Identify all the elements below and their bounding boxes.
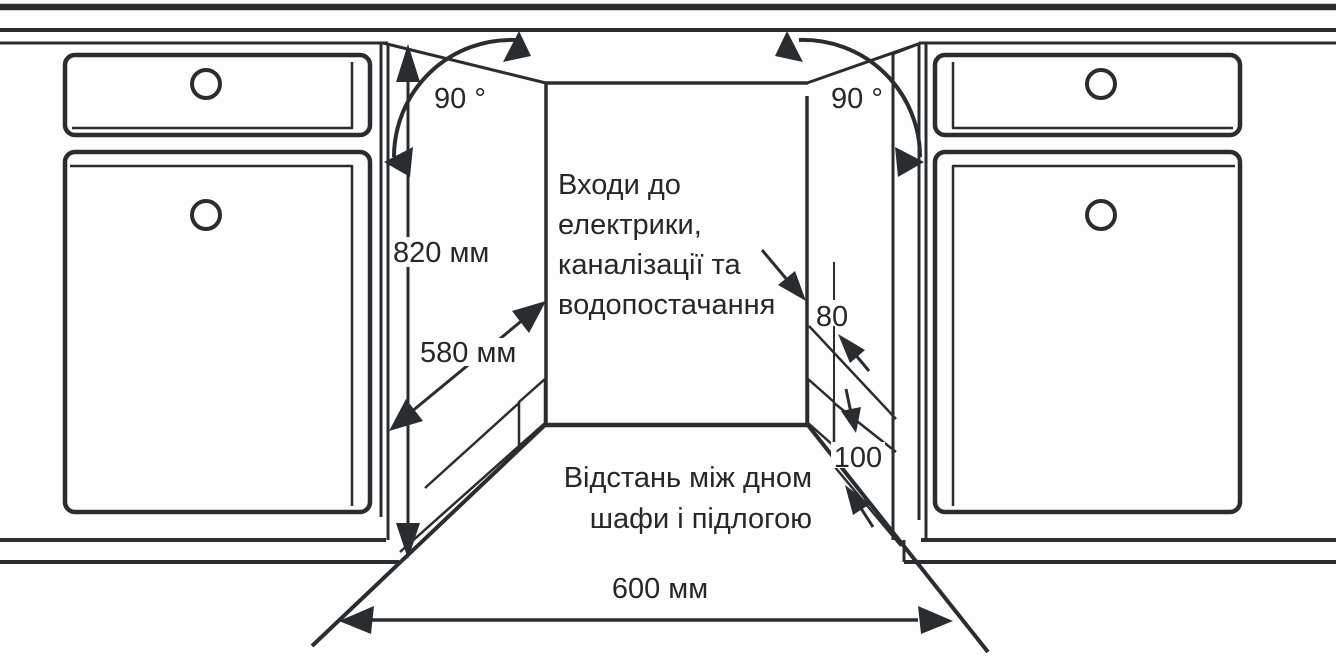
left-angle-arc bbox=[392, 37, 516, 158]
right-angle-arc bbox=[798, 37, 922, 158]
height-dim-arrow-up-icon bbox=[396, 44, 420, 82]
utilities-leader-arrow-icon bbox=[778, 271, 806, 301]
width-dim-label: 600 мм bbox=[612, 573, 708, 605]
right-drawer-front bbox=[932, 52, 1243, 138]
utilities-note-line4: водопостачання bbox=[558, 289, 775, 321]
dimension-depth-580: 580 мм bbox=[389, 301, 546, 431]
right-cabinet bbox=[932, 52, 1243, 515]
left-angle-arrow-up-icon bbox=[503, 31, 531, 62]
right-door-knob bbox=[1085, 199, 1117, 231]
depth-dim-arrow-downleft-icon bbox=[389, 399, 423, 431]
left-plinth-top-diagonal bbox=[424, 402, 520, 489]
utilities-note: Входи до електрики, каналізації та водоп… bbox=[558, 169, 775, 321]
clearance-note-line2: шафи і підлогою bbox=[590, 503, 812, 535]
left-panel-top-bevel bbox=[382, 41, 547, 85]
width-dim-arrow-right-icon bbox=[918, 606, 953, 634]
dim80-arrow2-shaft bbox=[844, 388, 853, 414]
dim100-backdrop bbox=[831, 442, 885, 468]
right-plinth-panel bbox=[806, 377, 836, 448]
clearance-note-line1: Відстань між дном bbox=[564, 462, 812, 494]
left-plinth-panel bbox=[517, 377, 547, 448]
right-panel-top-edge bbox=[892, 42, 920, 56]
right-drawer-knob bbox=[1085, 68, 1117, 100]
niche bbox=[310, 81, 990, 654]
countertop bbox=[0, 3, 1336, 45]
dim80-backdrop bbox=[813, 300, 851, 326]
baseboard bbox=[0, 538, 1336, 564]
depth-dim-label: 580 мм bbox=[420, 337, 516, 369]
left-door-front bbox=[62, 149, 373, 515]
left-door-bevel bbox=[70, 164, 354, 506]
door-opening-angle-left bbox=[384, 31, 531, 177]
dimension-height-820: 820 мм bbox=[390, 44, 498, 559]
utility-dimensions: 80 100 bbox=[760, 249, 885, 528]
right-plinth-bottom-diagonal bbox=[833, 465, 902, 547]
utilities-note-line3: каналізації та bbox=[558, 249, 742, 281]
depth-dim-arrow-upright-icon bbox=[512, 301, 546, 333]
dimension-width-600: 600 мм bbox=[339, 573, 953, 634]
left-side-panel bbox=[379, 41, 547, 553]
left-cabinet bbox=[62, 52, 373, 515]
left-door-knob bbox=[190, 199, 222, 231]
height-label-backdrop bbox=[390, 237, 498, 267]
floor-edge-left-diagonal bbox=[310, 422, 548, 648]
right-drawer-bevel bbox=[951, 62, 1233, 130]
dim80-arrow-upleft-icon bbox=[838, 334, 865, 363]
right-side-panel bbox=[806, 41, 928, 547]
dim80-arrow-down-icon bbox=[841, 407, 861, 433]
right-door-front bbox=[932, 149, 1243, 515]
clearance-note: Відстань між дном шафи і підлогою bbox=[564, 462, 812, 535]
angle-left-label: 90 ° bbox=[434, 83, 486, 115]
dim100-arrow-upleft-icon bbox=[845, 485, 870, 515]
left-drawer-knob bbox=[190, 68, 222, 100]
right-angle-arrow-right-icon bbox=[895, 147, 924, 177]
width-dim-arrow-left-icon bbox=[339, 606, 374, 634]
utilities-note-line2: електрики, bbox=[558, 209, 702, 241]
left-drawer-front bbox=[62, 52, 373, 138]
right-door-bevel bbox=[951, 164, 1235, 506]
plinth-height-label: 100 bbox=[834, 442, 882, 474]
depth-label-backdrop bbox=[418, 338, 524, 366]
left-drawer-bevel bbox=[72, 62, 354, 130]
height-dim-arrow-down-icon bbox=[396, 523, 420, 559]
utility-level-diagonal bbox=[808, 325, 897, 420]
angle-right-label: 90 ° bbox=[831, 83, 883, 115]
utility-offset-label: 80 bbox=[816, 301, 848, 333]
door-opening-angle-right bbox=[775, 31, 924, 177]
utilities-note-line1: Входи до bbox=[558, 169, 681, 201]
left-angle-arrow-left-icon bbox=[384, 147, 413, 177]
right-angle-arrow-up-icon bbox=[775, 31, 803, 62]
left-plinth-bottom-diagonal bbox=[399, 445, 520, 553]
height-dim-label: 820 мм bbox=[393, 237, 489, 269]
